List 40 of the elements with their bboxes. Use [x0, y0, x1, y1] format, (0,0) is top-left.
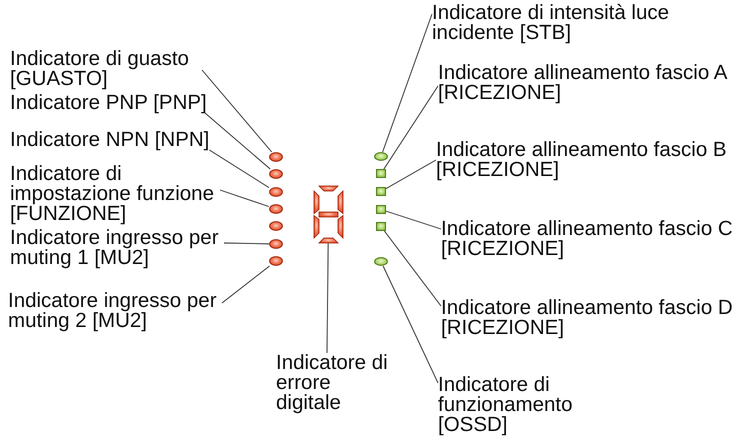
indicator-led — [269, 187, 283, 197]
indicator-led — [376, 187, 386, 196]
leader-line — [383, 86, 438, 170]
indicator-led — [269, 152, 283, 162]
indicator-label: Indicatore ingresso per muting 2 [MU2] — [8, 291, 222, 331]
leader-line — [222, 266, 270, 304]
indicator-led — [269, 256, 283, 266]
indicator-led — [269, 169, 283, 179]
indicator-label: Indicatore allineamento fascio A [RICEZIONE] — [438, 63, 744, 103]
indicator-led — [376, 169, 386, 178]
seven-segment-display — [314, 186, 343, 243]
indicator-label: Indicatore di funzionamento [OSSD] — [438, 375, 588, 435]
indicator-led — [374, 152, 388, 161]
leader-line — [386, 160, 436, 190]
leader-line — [384, 230, 442, 306]
indicator-label: Indicatore PNP [PNP] — [10, 93, 207, 113]
leader-line — [220, 190, 270, 208]
leader-line — [224, 242, 270, 244]
indicator-label: Indicatore di guasto [GUASTO] — [10, 49, 202, 89]
leader-line — [202, 70, 272, 152]
indicator-led — [269, 239, 283, 249]
indicator-led — [376, 205, 386, 214]
indicator-label: Indicatore NPN [NPN] — [10, 130, 210, 150]
indicator-led — [374, 257, 388, 266]
indicator-label: Indicatore ingresso per muting 1 [MU2] — [10, 228, 224, 268]
leader-line — [386, 210, 442, 230]
indicator-label: Indicatore di errore digitale — [276, 353, 396, 413]
indicator-label: Indicatore allineamento fascio B [RICEZIONE] — [436, 140, 742, 180]
indicator-label: Indicatore allineamento fascio C [RICEZIONE] — [441, 219, 745, 259]
indicator-label: Indicatore di intensità luce incidente [STB] — [432, 3, 694, 43]
indicator-label: Indicatore di impostazione funzione [FUNZIONE] — [10, 164, 220, 224]
indicator-led — [376, 222, 386, 231]
leader-line — [208, 150, 270, 188]
indicator-led — [269, 204, 283, 214]
leader-line — [382, 266, 438, 384]
leader-line — [382, 14, 432, 152]
indicator-led — [269, 221, 283, 231]
indicator-label: Indicatore allineamento fascio D [RICEZIONE] — [441, 298, 745, 338]
leader-line — [326, 242, 329, 354]
leader-line — [204, 112, 271, 170]
